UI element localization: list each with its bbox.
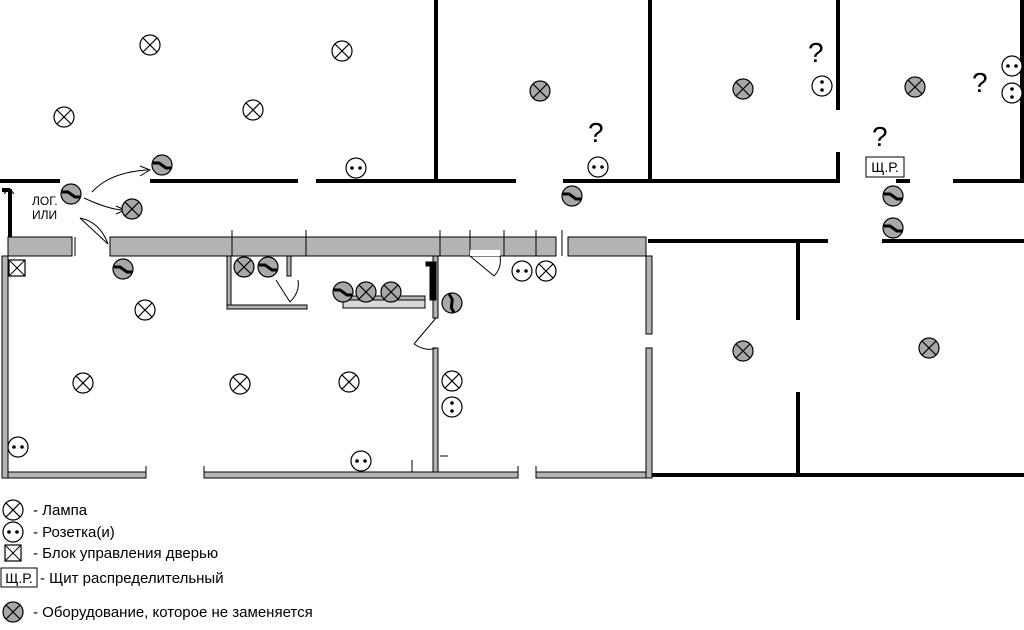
socket-icon (1001, 82, 1023, 104)
lamp-icon (331, 40, 353, 62)
switch-icon (881, 184, 905, 208)
switch-icon (436, 287, 468, 319)
question-mark: ? (972, 67, 988, 98)
equipment-icon (529, 80, 551, 102)
lamp-icon (2, 499, 24, 521)
legend-item-lamp: - Лампа (2, 499, 88, 521)
socket-icon (441, 396, 463, 418)
equipment-icon (918, 337, 940, 359)
equipment (121, 76, 940, 362)
panel-icon (0, 567, 38, 588)
legend-item-equipment: - Оборудование, которое не заменяется (2, 601, 313, 623)
partition-walls (1, 236, 653, 479)
switch-icon (111, 257, 135, 281)
socket-icon (350, 450, 372, 472)
distribution-panel: Щ.Р. (865, 156, 905, 178)
switch-icon (881, 216, 905, 240)
switch-icon (560, 184, 584, 208)
question-marks: ? ? ? ? (588, 37, 988, 152)
cut-label-top: ЛОГ. (32, 194, 58, 208)
legend-text: - Розетка(и) (33, 524, 115, 541)
legend-text: - Лампа (33, 502, 88, 519)
equipment-icon (121, 198, 143, 220)
socket-icon (587, 156, 609, 178)
legend-item-door-control: - Блок управления дверью (4, 544, 218, 562)
question-mark: ? (808, 37, 824, 68)
legend-text: - Оборудование, которое не заменяется (33, 604, 313, 621)
socket-icon (2, 521, 24, 543)
equipment-icon (732, 78, 754, 100)
switch-icon (59, 182, 83, 206)
switch-icon (256, 255, 280, 279)
lamp-icon (134, 299, 156, 321)
equipment-icon (732, 340, 754, 362)
question-mark: ? (588, 117, 604, 148)
lamp-icon (72, 372, 94, 394)
equipment-icon (2, 601, 24, 623)
cut-label-mask (28, 192, 62, 220)
switch-icon (150, 153, 174, 177)
lamp-icon (53, 106, 75, 128)
legend: - Лампа - Розетка(и) - Блок управления д… (0, 499, 313, 623)
lamp-icon (229, 373, 251, 395)
socket-icon (811, 75, 833, 97)
cut-label-bottom: ИЛИ (32, 208, 57, 222)
legend-text: - Щит распределительный (40, 570, 224, 587)
sockets (7, 55, 1023, 472)
column-ticks (145, 230, 563, 478)
walls (0, 0, 1024, 477)
door-control-icon (8, 259, 26, 277)
lamp-icon (139, 34, 161, 56)
door-swings (74, 217, 501, 350)
legend-text: - Блок управления дверью (33, 545, 218, 562)
lamp-icon (338, 371, 360, 393)
equipment-icon (904, 76, 926, 98)
legend-item-panel: Щ.Р. - Щит распределительный (0, 567, 224, 588)
socket-icon (1001, 55, 1023, 77)
lamp-icon (441, 370, 463, 392)
lamp-icon (535, 260, 557, 282)
panel-label: Щ.Р. (871, 159, 899, 175)
equipment-icon (233, 256, 255, 278)
question-mark: ? (872, 121, 888, 152)
legend-panel-symbol: Щ.Р. (5, 570, 33, 586)
door-control-icon (4, 544, 22, 562)
equipment-icon (355, 281, 377, 303)
socket-icon (511, 260, 533, 282)
switch-icon (331, 280, 355, 304)
socket-icon (345, 157, 367, 179)
socket-icon (7, 436, 29, 458)
equipment-icon (380, 281, 402, 303)
legend-item-socket: - Розетка(и) (2, 521, 115, 543)
lamp-icon (242, 99, 264, 121)
